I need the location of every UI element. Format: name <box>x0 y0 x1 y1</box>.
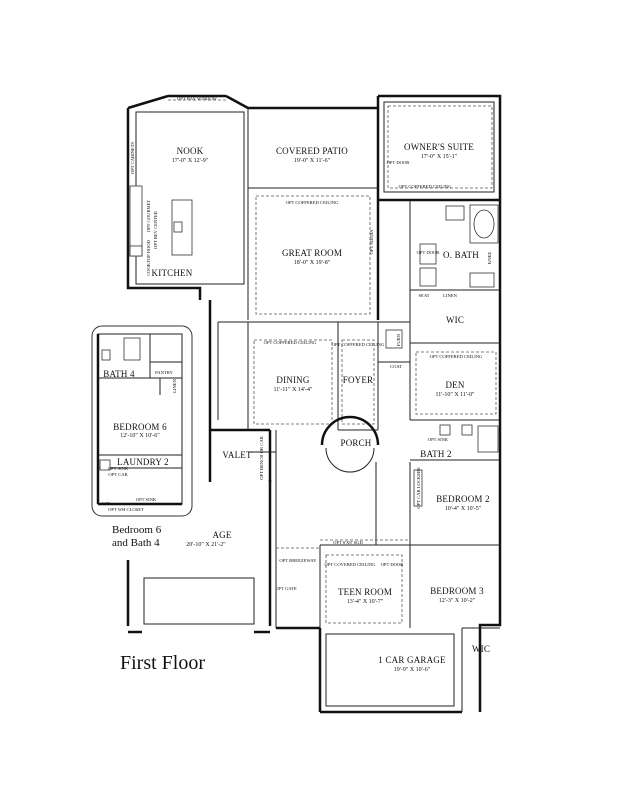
note-opt-bench: OPT BENCH OR CAB <box>259 436 264 479</box>
option-notes: OPT BAY WINDOW OPT CABINETS OPT GOURMET … <box>102 96 492 591</box>
note-cooktop: COOKTOP HOOD <box>146 239 151 276</box>
note-cabinets: OPT CABINETS <box>130 141 135 174</box>
great-room-dims: 18'-0" X 19'-8" <box>294 260 331 266</box>
note-opt-media: OPT MEDIA <box>369 229 374 254</box>
bath2-label: BATH 2 <box>420 449 451 459</box>
inset-caption-line2: and Bath 4 <box>112 537 160 549</box>
note-opt-sink-inset: OPT SINK <box>108 466 129 471</box>
bedroom3-label: BEDROOM 3 <box>430 586 484 596</box>
wic-owner-label: WIC <box>446 315 464 325</box>
note-opt-sink-b2: OPT SINK <box>428 437 449 442</box>
note-coffered-owner: OPT COFFERED CEILING <box>399 184 452 189</box>
note-coffered-teen: OPT COVERED CEILING <box>325 562 377 567</box>
note-coffered-dining: OPT COFFERED CEILING <box>264 340 317 345</box>
covered-patio-dims: 19'-0" X 11'-6" <box>294 158 331 164</box>
note-opt-cab-inset: OPT CAB <box>108 472 127 477</box>
bedroom2-dims: 10'-4" X 10'-5" <box>445 506 482 512</box>
bedroom6-label: BEDROOM 6 <box>113 422 167 432</box>
wic-b3-label: WIC <box>472 644 490 654</box>
dining-label: DINING <box>276 375 309 385</box>
pantry-label: PANTRY <box>155 370 173 375</box>
bedroom2-label: BEDROOM 2 <box>436 494 490 504</box>
note-opt-door-owner: OPT DOOR <box>387 160 411 165</box>
nook-label: NOOK <box>177 146 204 156</box>
note-linen-inset: LINEN <box>172 378 177 392</box>
bedroom3-dims: 12'-3" X 10'-2" <box>439 598 476 604</box>
note-coffered-great: OPT COFFERED CEILING <box>286 200 339 205</box>
teen-room-dims: 13'-4" X 10'-7" <box>347 599 384 605</box>
foyer-label: FOYER <box>343 375 374 385</box>
exterior-walls <box>126 94 502 714</box>
note-linen: LINEN <box>443 293 457 298</box>
dining-dims: 11'-11" X 14'-4" <box>274 387 313 393</box>
plan-title: First Floor <box>120 652 205 674</box>
note-opt-door-bath: OPT DOOR <box>417 250 441 255</box>
inset-bedroom6-option <box>91 325 193 517</box>
laundry2-label: LAUNDRY 2 <box>117 457 169 467</box>
owners-suite-dims: 17'-0" X 15'-1" <box>421 154 458 160</box>
note-opt-wh-closet: OPT WH CLOSET <box>108 507 144 512</box>
room-labels: NOOK 17'-0" X 12'-9" COVERED PATIO 19'-0… <box>103 142 490 673</box>
note-opt-sink-inset2: OPT SINK <box>136 497 157 502</box>
bedroom6-dims: 12'-10" X 10'-6" <box>120 433 160 439</box>
note-coat: COAT <box>390 364 402 369</box>
porch-label: PORCH <box>340 438 371 448</box>
note-furn: FURN <box>396 333 401 346</box>
note-opt-slider: OPT 6'X8' SGD <box>333 540 363 545</box>
great-room-label: GREAT ROOM <box>282 248 342 258</box>
kitchen-label: KITCHEN <box>152 268 193 278</box>
note-opt-gate: OPT GATE <box>275 586 297 591</box>
note-opt-car-lockers: OPT CAR LOCKERS <box>416 467 421 509</box>
note-seat: SEAT <box>419 293 430 298</box>
note-bev-center: OPT BEV CENTER <box>153 210 158 249</box>
den-label: DEN <box>445 380 464 390</box>
note-opt-breezeway: OPT BREEZEWAY <box>279 558 317 563</box>
fixtures <box>129 185 499 707</box>
bath4-label: BATH 4 <box>103 369 135 379</box>
one-car-garage-dims: 19'-9" X 10'-6" <box>394 667 431 673</box>
den-dims: 11'-10" X 11'-0" <box>436 392 475 398</box>
note-coffered-den: OPT COFFERED CEILING <box>430 354 483 359</box>
nook-dims: 17'-0" X 12'-9" <box>172 158 209 164</box>
note-coffered-foyer: OPT COFFERED CEILING <box>332 342 385 347</box>
porch-arc <box>320 415 380 446</box>
o-bath-label: O. BATH <box>443 250 479 260</box>
owners-suite-label: OWNER'S SUITE <box>404 142 474 152</box>
teen-room-label: TEEN ROOM <box>338 587 392 597</box>
one-car-garage-label: 1 CAR GARAGE <box>378 655 446 665</box>
note-wh: WH <box>102 501 110 506</box>
note-gourmet: OPT GOURMET <box>146 200 151 233</box>
garage-dims: 20'-10" X 21'-2" <box>186 542 226 548</box>
inset-caption-line1: Bedroom 6 <box>112 524 162 536</box>
dashed-outlines <box>168 99 497 624</box>
interior-walls <box>135 101 500 712</box>
covered-patio-label: COVERED PATIO <box>276 146 348 156</box>
note-bay-window: OPT BAY WINDOW <box>177 96 218 101</box>
note-knee: KNEE <box>487 252 492 264</box>
garage-label: AGE <box>212 530 231 540</box>
valet-label: VALET <box>222 450 252 460</box>
note-opt-door-teen: OPT DOOR <box>381 562 405 567</box>
